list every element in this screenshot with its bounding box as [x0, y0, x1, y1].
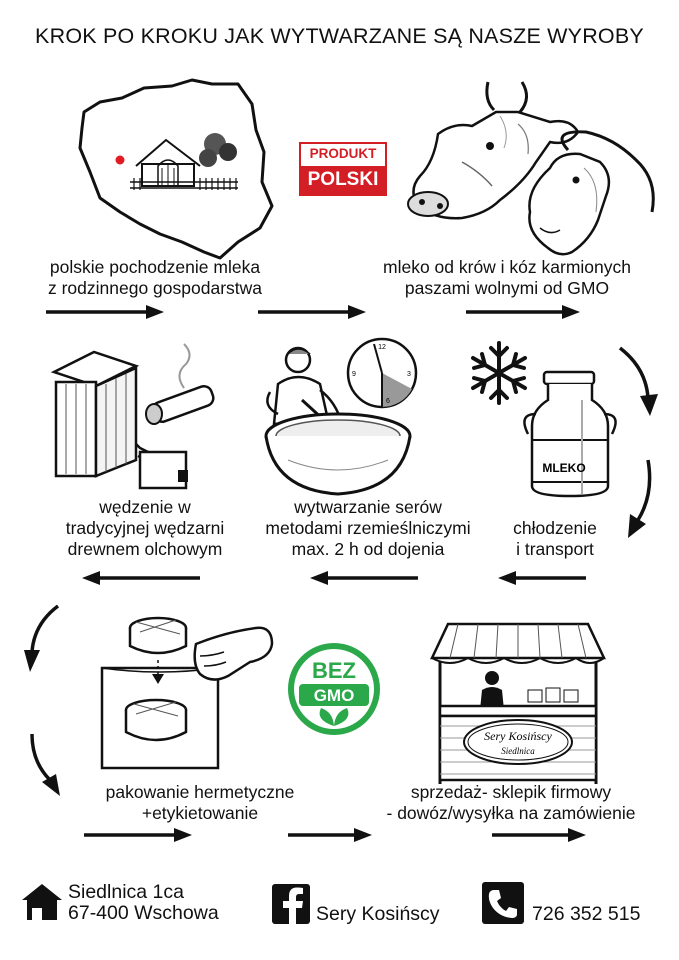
- gmo-badge-line1: BEZ: [312, 658, 356, 683]
- phone-icon: [482, 882, 524, 924]
- caption-line: max. 2 h od dojenia: [291, 539, 445, 559]
- facebook-page-link[interactable]: Sery Kosińscy: [316, 903, 440, 925]
- clock-number: 3: [407, 371, 411, 378]
- poland-map-illustration: [78, 78, 274, 260]
- produkt-polski-badge: PRODUKT POLSKI: [299, 142, 387, 196]
- arrow-right-icon: [46, 305, 164, 319]
- clock-number: 6: [386, 398, 390, 405]
- caption-line: wytwarzanie serów: [294, 497, 442, 517]
- curved-arrow-down-icon: [24, 604, 60, 796]
- market-stall-illustration: Sery Kosińscy Siedlnica: [430, 622, 606, 784]
- arrow-right-icon: [84, 828, 192, 842]
- curved-arrow-down-icon: [618, 346, 658, 538]
- milk-can-illustration: MLEKO: [523, 370, 617, 498]
- milk-can-label: MLEKO: [542, 461, 585, 475]
- step-caption-sales: sprzedaż- sklepik firmowy - dowóz/wysyłk…: [362, 782, 660, 824]
- arrow-right-icon: [288, 828, 372, 842]
- phone-number[interactable]: 726 352 515: [532, 903, 641, 925]
- caption-line: chłodzenie: [513, 518, 597, 538]
- caption-line: mleko od krów i kóz karmionych: [383, 257, 631, 277]
- caption-line: sprzedaż- sklepik firmowy: [410, 782, 612, 802]
- page-title: KROK PO KROKU JAK WYTWARZANE SĄ NASZE WY…: [35, 24, 644, 48]
- step-caption-cooling: chłodzenie i transport: [495, 518, 615, 560]
- smokehouse-illustration: [50, 343, 215, 490]
- arrow-left-icon: [82, 571, 200, 585]
- caption-line: metodami rzemieślniczymi: [265, 518, 471, 538]
- step-caption-smoking: wędzenie w tradycyjnej wędzarni drewnem …: [40, 497, 250, 560]
- arrow-left-icon: [498, 571, 586, 585]
- caption-line: +etykietowanie: [141, 803, 259, 823]
- facebook-icon[interactable]: [272, 884, 310, 924]
- step-caption-origin: polskie pochodzenie mleka z rodzinnego g…: [30, 257, 280, 299]
- caption-line: polskie pochodzenie mleka: [49, 257, 261, 277]
- caption-line: tradycyjnej wędzarni: [65, 518, 225, 538]
- snowflake-icon: [471, 341, 527, 405]
- cheesemaker-illustration: [264, 346, 412, 496]
- address-line1: Siedlnica 1ca: [68, 881, 184, 903]
- stall-sign-line1: Sery Kosińscy: [484, 729, 552, 743]
- badge-line2: POLSKI: [301, 166, 385, 194]
- caption-line: z rodzinnego gospodarstwa: [47, 278, 263, 298]
- caption-line: i transport: [516, 539, 594, 559]
- caption-line: pakowanie hermetyczne: [105, 782, 295, 802]
- clock-number: 12: [378, 344, 386, 351]
- arrow-left-icon: [310, 571, 418, 585]
- cow-goat-illustration: [407, 81, 655, 256]
- caption-line: drewnem olchowym: [67, 539, 223, 559]
- stall-sign-line2: Siedlnica: [501, 746, 535, 756]
- gmo-badge-line2: GMO: [314, 686, 355, 705]
- footer-address: Siedlnica 1ca 67-400 Wschowa: [68, 882, 219, 924]
- address-line2: 67-400 Wschowa: [68, 902, 219, 924]
- packaging-illustration: [100, 616, 274, 770]
- caption-line: paszami wolnymi od GMO: [404, 278, 610, 298]
- arrow-right-icon: [258, 305, 366, 319]
- step-caption-production: wytwarzanie serów metodami rzemieślniczy…: [254, 497, 482, 560]
- caption-line: - dowóz/wysyłka na zamówienie: [386, 803, 636, 823]
- step-caption-milk: mleko od krów i kóz karmionych paszami w…: [352, 257, 662, 299]
- arrow-right-icon: [492, 828, 586, 842]
- arrow-right-icon: [466, 305, 580, 319]
- badge-line1: PRODUKT: [309, 146, 377, 161]
- clock-number: 9: [352, 371, 356, 378]
- bez-gmo-badge: BEZ GMO: [288, 643, 380, 735]
- step-caption-packaging: pakowanie hermetyczne +etykietowanie: [84, 782, 316, 824]
- house-icon: [22, 884, 62, 920]
- clock-icon: 12 3 6 9: [346, 337, 418, 409]
- caption-line: wędzenie w: [99, 497, 191, 517]
